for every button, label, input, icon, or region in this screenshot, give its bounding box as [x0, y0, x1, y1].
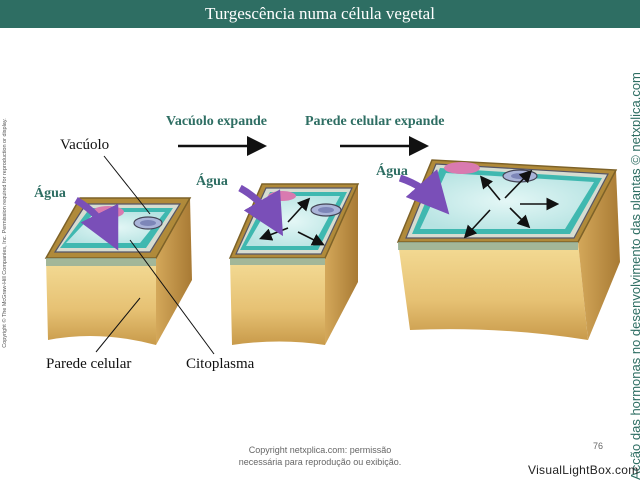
water-arrow-3: [398, 169, 450, 215]
footer-line-2: necessária para reprodução ou exibição.: [238, 457, 402, 467]
water-arrow-1: [74, 196, 119, 251]
stage-label-parede-expande: Parede celular expande: [305, 114, 445, 129]
leader-parede: [95, 297, 141, 353]
cell-3: [396, 159, 620, 340]
footer-line-1: Copyright netxplica.com: permissão: [248, 445, 392, 455]
label-agua-1: Água: [34, 186, 66, 201]
label-citoplasma: Citoplasma: [186, 356, 255, 372]
leader-vacuolo: [103, 155, 151, 215]
cell-1: [44, 197, 192, 345]
watermark: VisualLightBox.com: [528, 463, 639, 477]
label-parede-celular: Parede celular: [46, 356, 132, 372]
leader-citoplasma: [129, 239, 215, 355]
label-vacuolo: Vacúolo: [60, 137, 110, 153]
label-agua-2: Água: [196, 174, 228, 189]
page-number: 76: [593, 441, 604, 451]
label-agua-3: Água: [376, 164, 408, 179]
page-title: Turgescência numa célula vegetal: [0, 0, 640, 28]
cell-2: [228, 183, 360, 345]
stage-label-vacuolo-expande: Vacúolo expande: [166, 114, 268, 129]
footer-copyright: Copyright netxplica.com: permissão neces…: [220, 444, 420, 468]
water-arrow-2: [238, 184, 284, 237]
